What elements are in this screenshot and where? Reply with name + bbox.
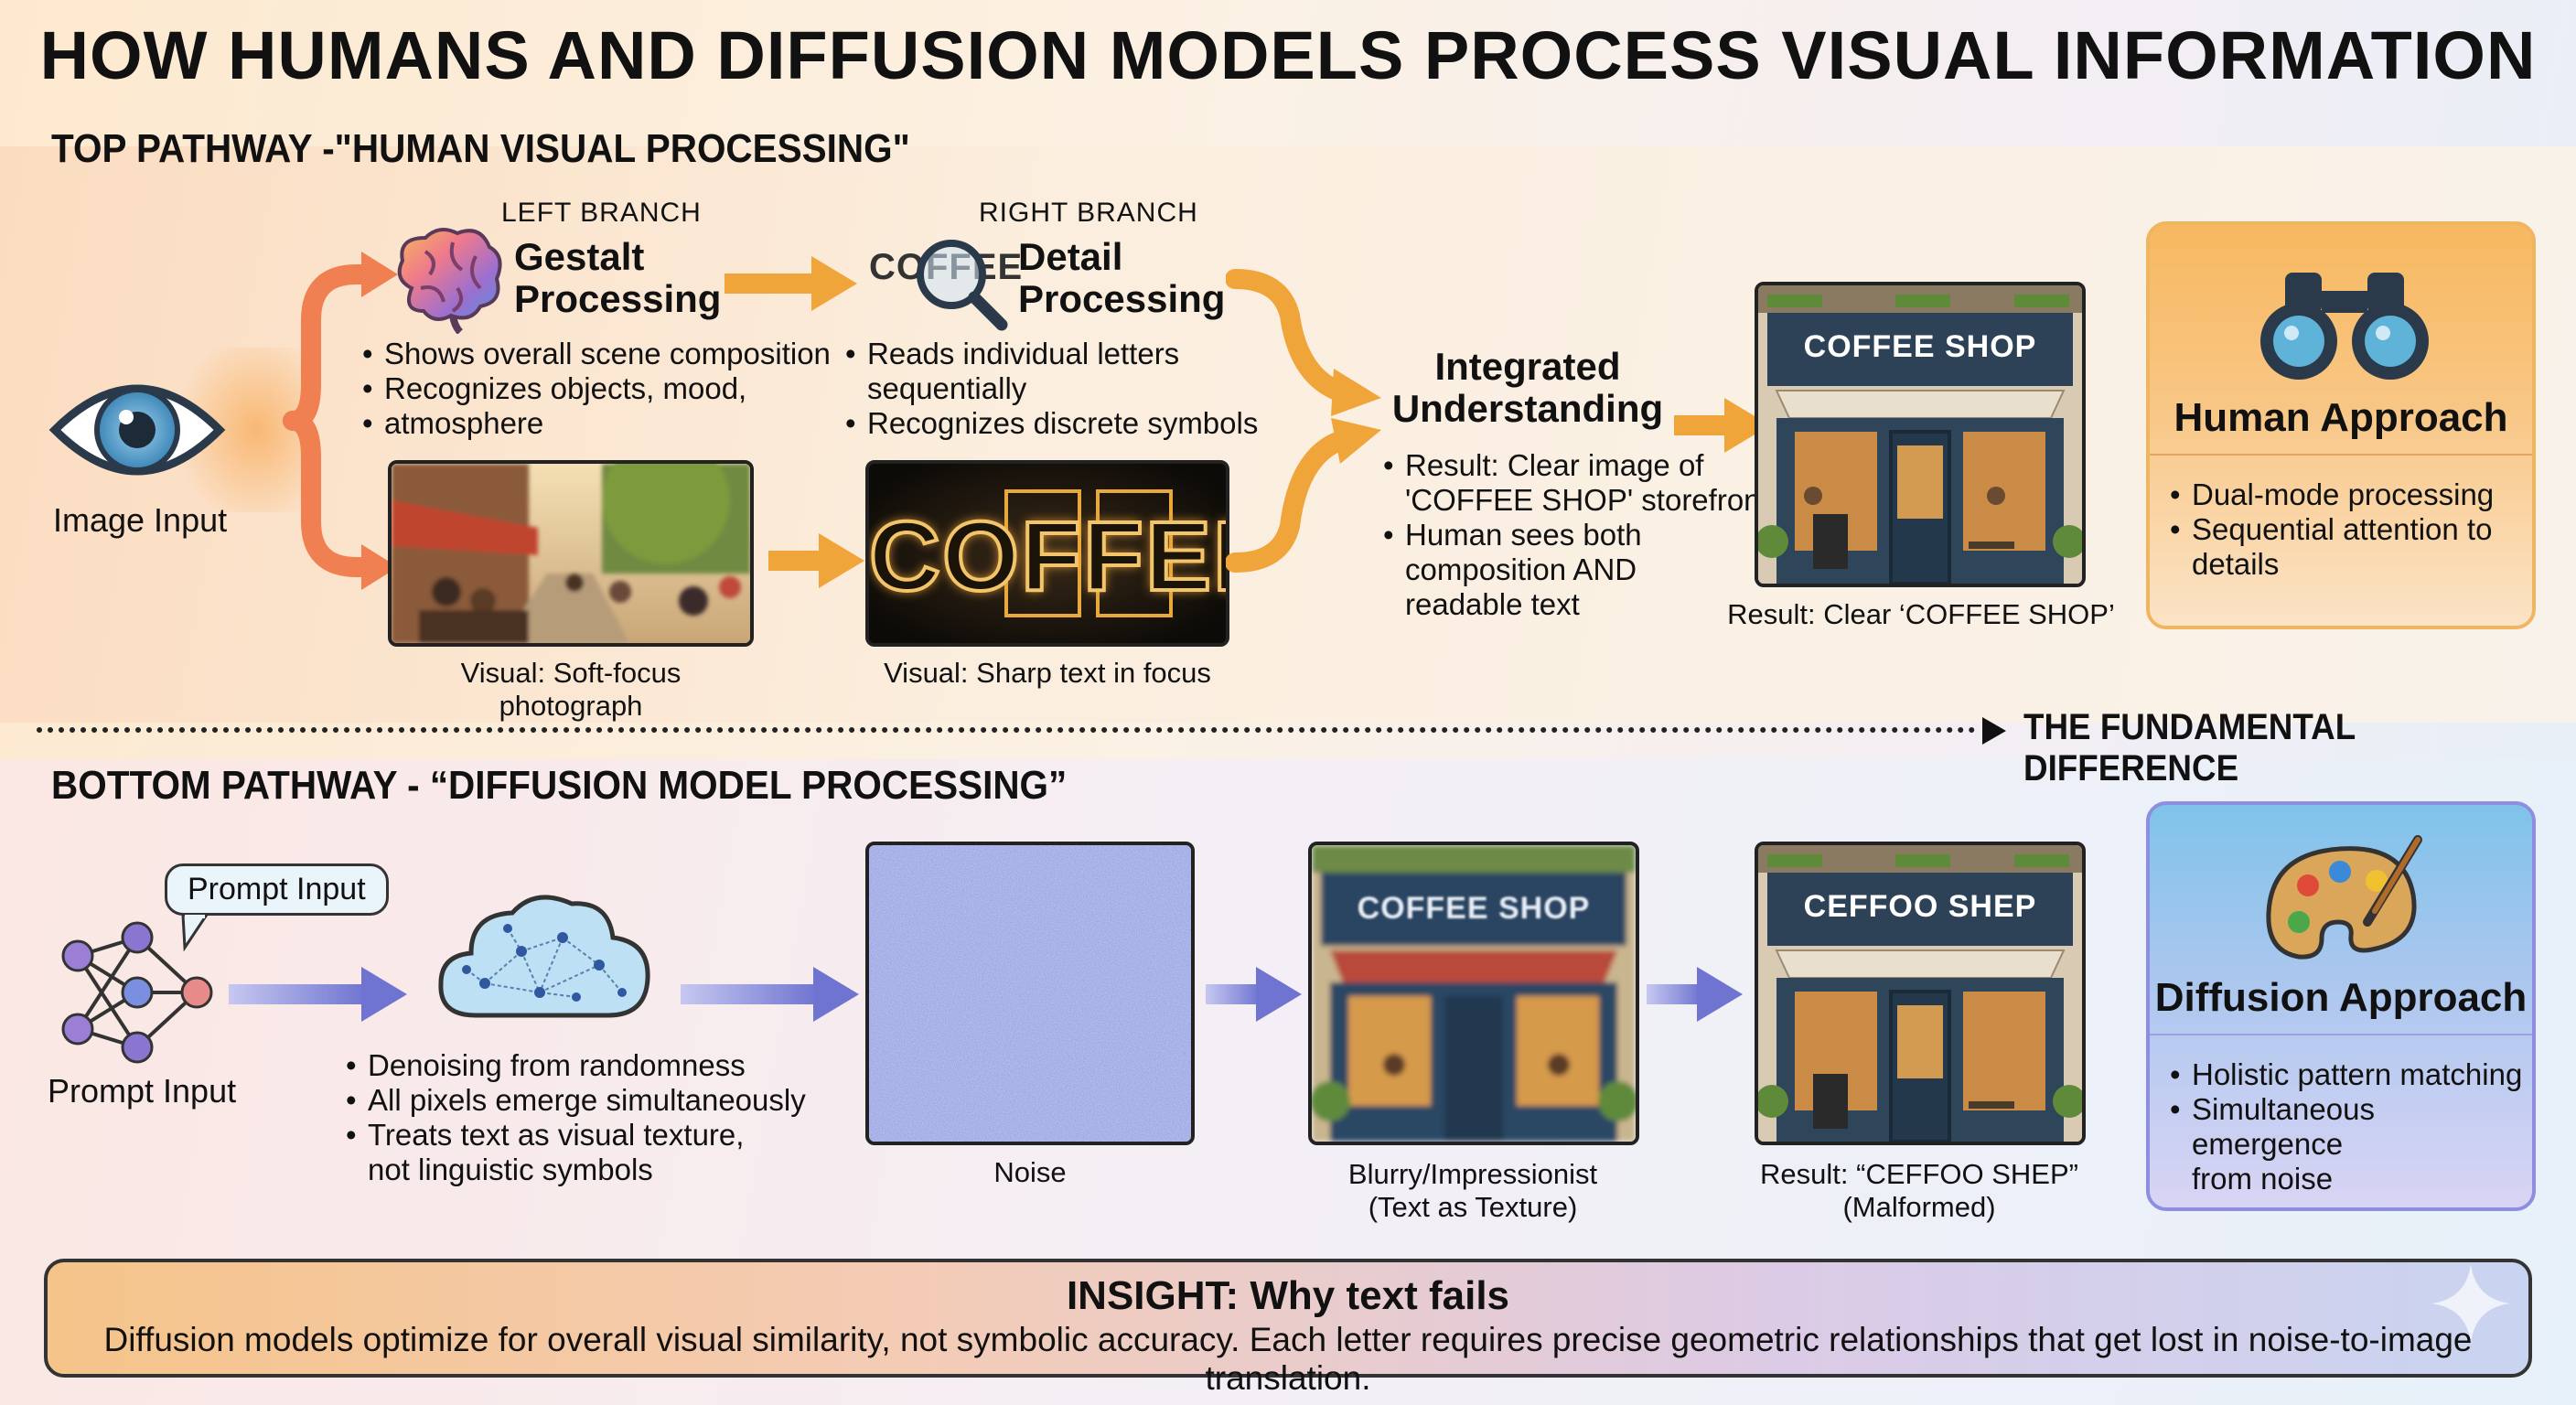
diffusion-bullet: Treats text as visual texture, — [346, 1118, 806, 1153]
diffusion-approach-bullet: Simultaneous emergence — [2170, 1092, 2532, 1162]
sharp-text-visual: COFFEE — [865, 460, 1229, 647]
blurry-storefront-image: COFFEE SHOP — [1308, 842, 1639, 1145]
bottom-pathway-label: BOTTOM PATHWAY - “DIFFUSION MODEL PROCES… — [51, 763, 1068, 808]
prompt-bubble: Prompt Input — [165, 863, 389, 916]
soft-focus-photo — [388, 460, 754, 647]
arrow-to-detail — [724, 256, 857, 311]
gestalt-heading-line2: Processing — [514, 277, 722, 320]
page-title: HOW HUMANS AND DIFFUSION MODELS PROCESS … — [39, 17, 2537, 93]
pathway-divider — [37, 727, 1976, 733]
sparkle-icon — [2431, 1264, 2510, 1343]
gestalt-bullet: atmosphere — [362, 406, 831, 441]
diffusion-approach-bullet: from noise — [2192, 1162, 2334, 1196]
integrated-heading-line1: Integrated — [1434, 345, 1621, 388]
diffusion-approach-title: Diffusion Approach — [2154, 975, 2528, 1020]
diffusion-bullet: All pixels emerge simultaneously — [346, 1083, 806, 1118]
diffusion-bullet: Denoising from randomness — [346, 1048, 806, 1083]
detail-heading-line1: Detail — [1018, 235, 1123, 278]
cloud-network-icon — [438, 895, 650, 1018]
clear-result-caption: Result: Clear ‘COFFEE SHOP’ — [1727, 598, 2115, 630]
integrated-bullets: Result: Clear image of 'COFFEE SHOP' sto… — [1383, 448, 1769, 622]
arrow-to-blurry — [1206, 967, 1302, 1022]
malformed-caption-line2: (Malformed) — [1842, 1191, 1996, 1223]
integrated-heading-line2: Understanding — [1391, 387, 1664, 430]
sharp-text-caption: Visual: Sharp text in focus — [884, 657, 1211, 689]
insight-title: INSIGHT: Why text fails — [1066, 1273, 1510, 1318]
detail-bullet: sequentially — [867, 371, 1027, 405]
integrated-bullet: 'COFFEE SHOP' storefront — [1405, 483, 1769, 517]
human-approach-bullet: details — [2192, 547, 2280, 581]
malformed-caption: Result: “CEFFOO SHEP” (Malformed) — [1718, 1158, 2120, 1224]
human-approach-title: Human Approach — [2174, 395, 2508, 440]
integrated-bullet: Human sees both — [1383, 518, 1769, 552]
binoculars-icon — [2260, 273, 2429, 380]
palette-icon — [2266, 835, 2422, 960]
diffusion-bullet: not linguistic symbols — [368, 1153, 653, 1186]
brain-icon — [397, 228, 502, 334]
noise-image — [865, 842, 1195, 1145]
arrow-to-result — [1674, 398, 1770, 453]
blurry-caption-line1: Blurry/Impressionist — [1347, 1158, 1598, 1190]
blurry-caption-line2: (Text as Texture) — [1368, 1191, 1578, 1223]
blurry-caption: Blurry/Impressionist (Text as Texture) — [1281, 1158, 1665, 1224]
diffusion-approach-bullet: Holistic pattern matching — [2170, 1057, 2532, 1092]
right-branch-label: RIGHT BRANCH — [979, 198, 1198, 228]
insight-box: INSIGHT: Why text fails Diffusion models… — [44, 1259, 2532, 1397]
integrated-bullet: readable text — [1405, 587, 1580, 621]
fork-arrow — [283, 252, 398, 590]
gestalt-heading: Gestalt Processing — [514, 236, 721, 320]
human-approach-bullet: Sequential attention to — [2170, 512, 2494, 547]
prompt-input-label: Prompt Input — [48, 1072, 237, 1110]
top-pathway-label: TOP PATHWAY -"HUMAN VISUAL PROCESSING" — [51, 126, 910, 171]
left-branch-label: LEFT BRANCH — [501, 198, 702, 228]
divider-arrowhead — [1982, 717, 2006, 745]
soft-focus-caption: Visual: Soft-focus photograph — [460, 657, 682, 722]
integrated-heading: Integrated Understanding — [1372, 346, 1683, 430]
clear-storefront-image: COFFEE SHOP — [1755, 282, 2086, 587]
gestalt-bullets: Shows overall scene composition Recogniz… — [362, 337, 831, 441]
arrow-photo-to-text — [768, 533, 864, 588]
human-approach-bullets: Dual-mode processing Sequential attentio… — [2170, 477, 2494, 582]
detail-bullet: Recognizes discrete symbols — [845, 406, 1258, 441]
insight-body: Diffusion models optimize for overall vi… — [103, 1321, 2473, 1397]
blurry-storefront-sign: COFFEE SHOP — [1357, 891, 1591, 926]
gestalt-bullet: Shows overall scene composition — [362, 337, 831, 371]
sharp-text-word: COFFEE — [869, 499, 1226, 613]
diffusion-approach-card: Diffusion Approach Holistic pattern matc… — [2146, 801, 2536, 1211]
human-approach-card: Human Approach Dual-mode processing Sequ… — [2146, 221, 2536, 629]
detail-bullets: Reads individual letters sequentially Re… — [845, 337, 1258, 441]
detail-heading-line2: Processing — [1018, 277, 1226, 320]
fundamental-difference-label: THE FUNDAMENTAL DIFFERENCE — [2023, 707, 2356, 788]
diffusion-approach-bullets: Holistic pattern matching Simultaneous e… — [2170, 1057, 2532, 1196]
human-approach-bullet: Dual-mode processing — [2170, 477, 2494, 512]
arrow-to-malformed — [1647, 967, 1743, 1022]
detail-bullet: Reads individual letters — [845, 337, 1258, 371]
image-input-label: Image Input — [53, 501, 228, 539]
merge-arrows — [1226, 269, 1381, 573]
clear-storefront-sign: COFFEE SHOP — [1803, 329, 2037, 364]
noise-caption: Noise — [993, 1156, 1067, 1188]
detail-heading: Detail Processing — [1018, 236, 1225, 320]
eye-icon — [48, 348, 311, 512]
arrow-to-cloud — [229, 967, 407, 1022]
bubble-tail — [181, 915, 209, 951]
magnifier-icon — [917, 240, 1008, 331]
integrated-bullet: Result: Clear image of — [1383, 448, 1769, 483]
malformed-caption-line1: Result: “CEFFOO SHEP” — [1760, 1158, 2078, 1190]
integrated-bullet: composition AND — [1405, 552, 1637, 586]
malformed-storefront-sign: CEFFOO SHEP — [1803, 889, 2037, 924]
neural-network-icon — [61, 921, 213, 1064]
gestalt-heading-line1: Gestalt — [514, 235, 645, 278]
arrow-to-noise — [681, 967, 859, 1022]
diffusion-bullets: Denoising from randomness All pixels eme… — [346, 1048, 806, 1187]
gestalt-bullet: Recognizes objects, mood, — [362, 371, 831, 406]
malformed-storefront-image: CEFFOO SHEP — [1755, 842, 2086, 1145]
